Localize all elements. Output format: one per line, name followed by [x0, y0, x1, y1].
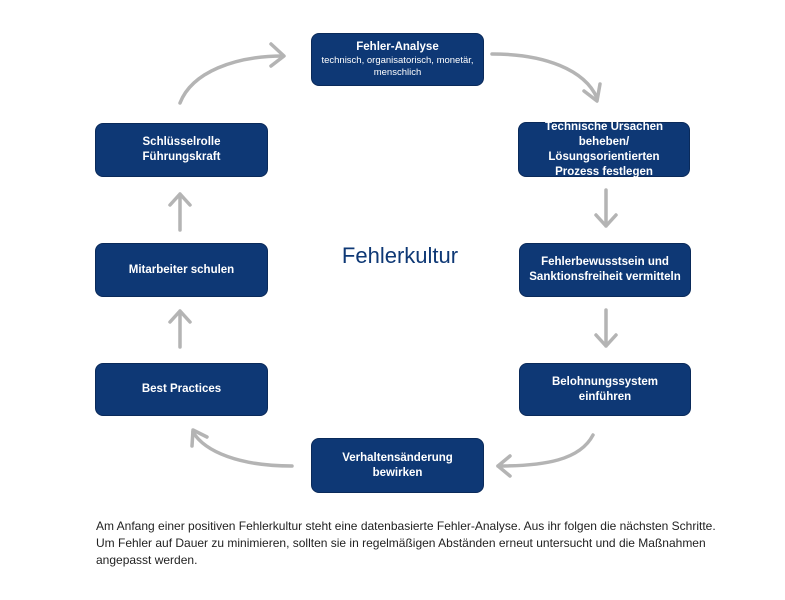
node-title: Best Practices	[141, 383, 222, 395]
arrow-verhalten-to-bestpractices	[191, 430, 294, 468]
node-title: Technische Ursachen beheben/ Lösungsorie…	[544, 120, 664, 178]
node-title: Mitarbeiter schulen	[128, 263, 235, 276]
node-title: Fehler-Analyse	[356, 41, 439, 53]
node-verhaltensaenderung: Verhaltensänderung bewirken	[311, 438, 484, 493]
diagram-title: Fehlerkultur	[341, 243, 459, 268]
node-title: Verhaltensänderung bewirken	[342, 451, 453, 479]
node-schluesselrolle: Schlüsselrolle Führungskraft	[95, 123, 268, 177]
node-title: Fehlerbewusstsein und Sanktionsfreiheit …	[529, 256, 681, 283]
arrow-mitarbeiter-to-schluesselrolle	[168, 192, 192, 232]
node-best-practices: Best Practices	[95, 363, 268, 416]
arrow-belohnung-to-verhalten-head	[496, 454, 512, 478]
node-mitarbeiter-schulen: Mitarbeiter schulen	[95, 243, 268, 297]
caption-text: Am Anfang einer positiven Fehlerkultur s…	[96, 519, 716, 567]
arrow-bestpractices-to-mitarbeiter	[168, 309, 192, 349]
arrow-schluesselrolle-to-analyse-head	[269, 42, 286, 68]
arrow-ursachen-to-bewusstsein	[594, 188, 618, 228]
arrow-analyse-to-ursachen-head	[582, 82, 602, 103]
node-fehler-analyse: Fehler-Analyse technisch, organisatorisc…	[311, 33, 484, 86]
arrow-analyse-to-ursachen	[490, 52, 599, 100]
node-technische-ursachen: Technische Ursachen beheben/ Lösungsorie…	[518, 120, 690, 178]
node-subtitle: technisch, organisatorisch, monetär, men…	[321, 55, 474, 78]
node-fehlerbewusstsein: Fehlerbewusstsein und Sanktionsfreiheit …	[519, 243, 691, 297]
node-title: Belohnungssystem einführen	[551, 375, 659, 403]
node-title: Schlüsselrolle Führungskraft	[142, 136, 221, 163]
arrow-belohnung-to-verhalten	[496, 433, 595, 468]
arrow-schluesselrolle-to-analyse	[178, 54, 285, 105]
arrow-verhalten-to-bestpractices-head	[190, 428, 209, 448]
node-belohnungssystem: Belohnungssystem einführen	[519, 363, 691, 416]
arrow-bewusstsein-to-belohnung	[594, 308, 618, 348]
